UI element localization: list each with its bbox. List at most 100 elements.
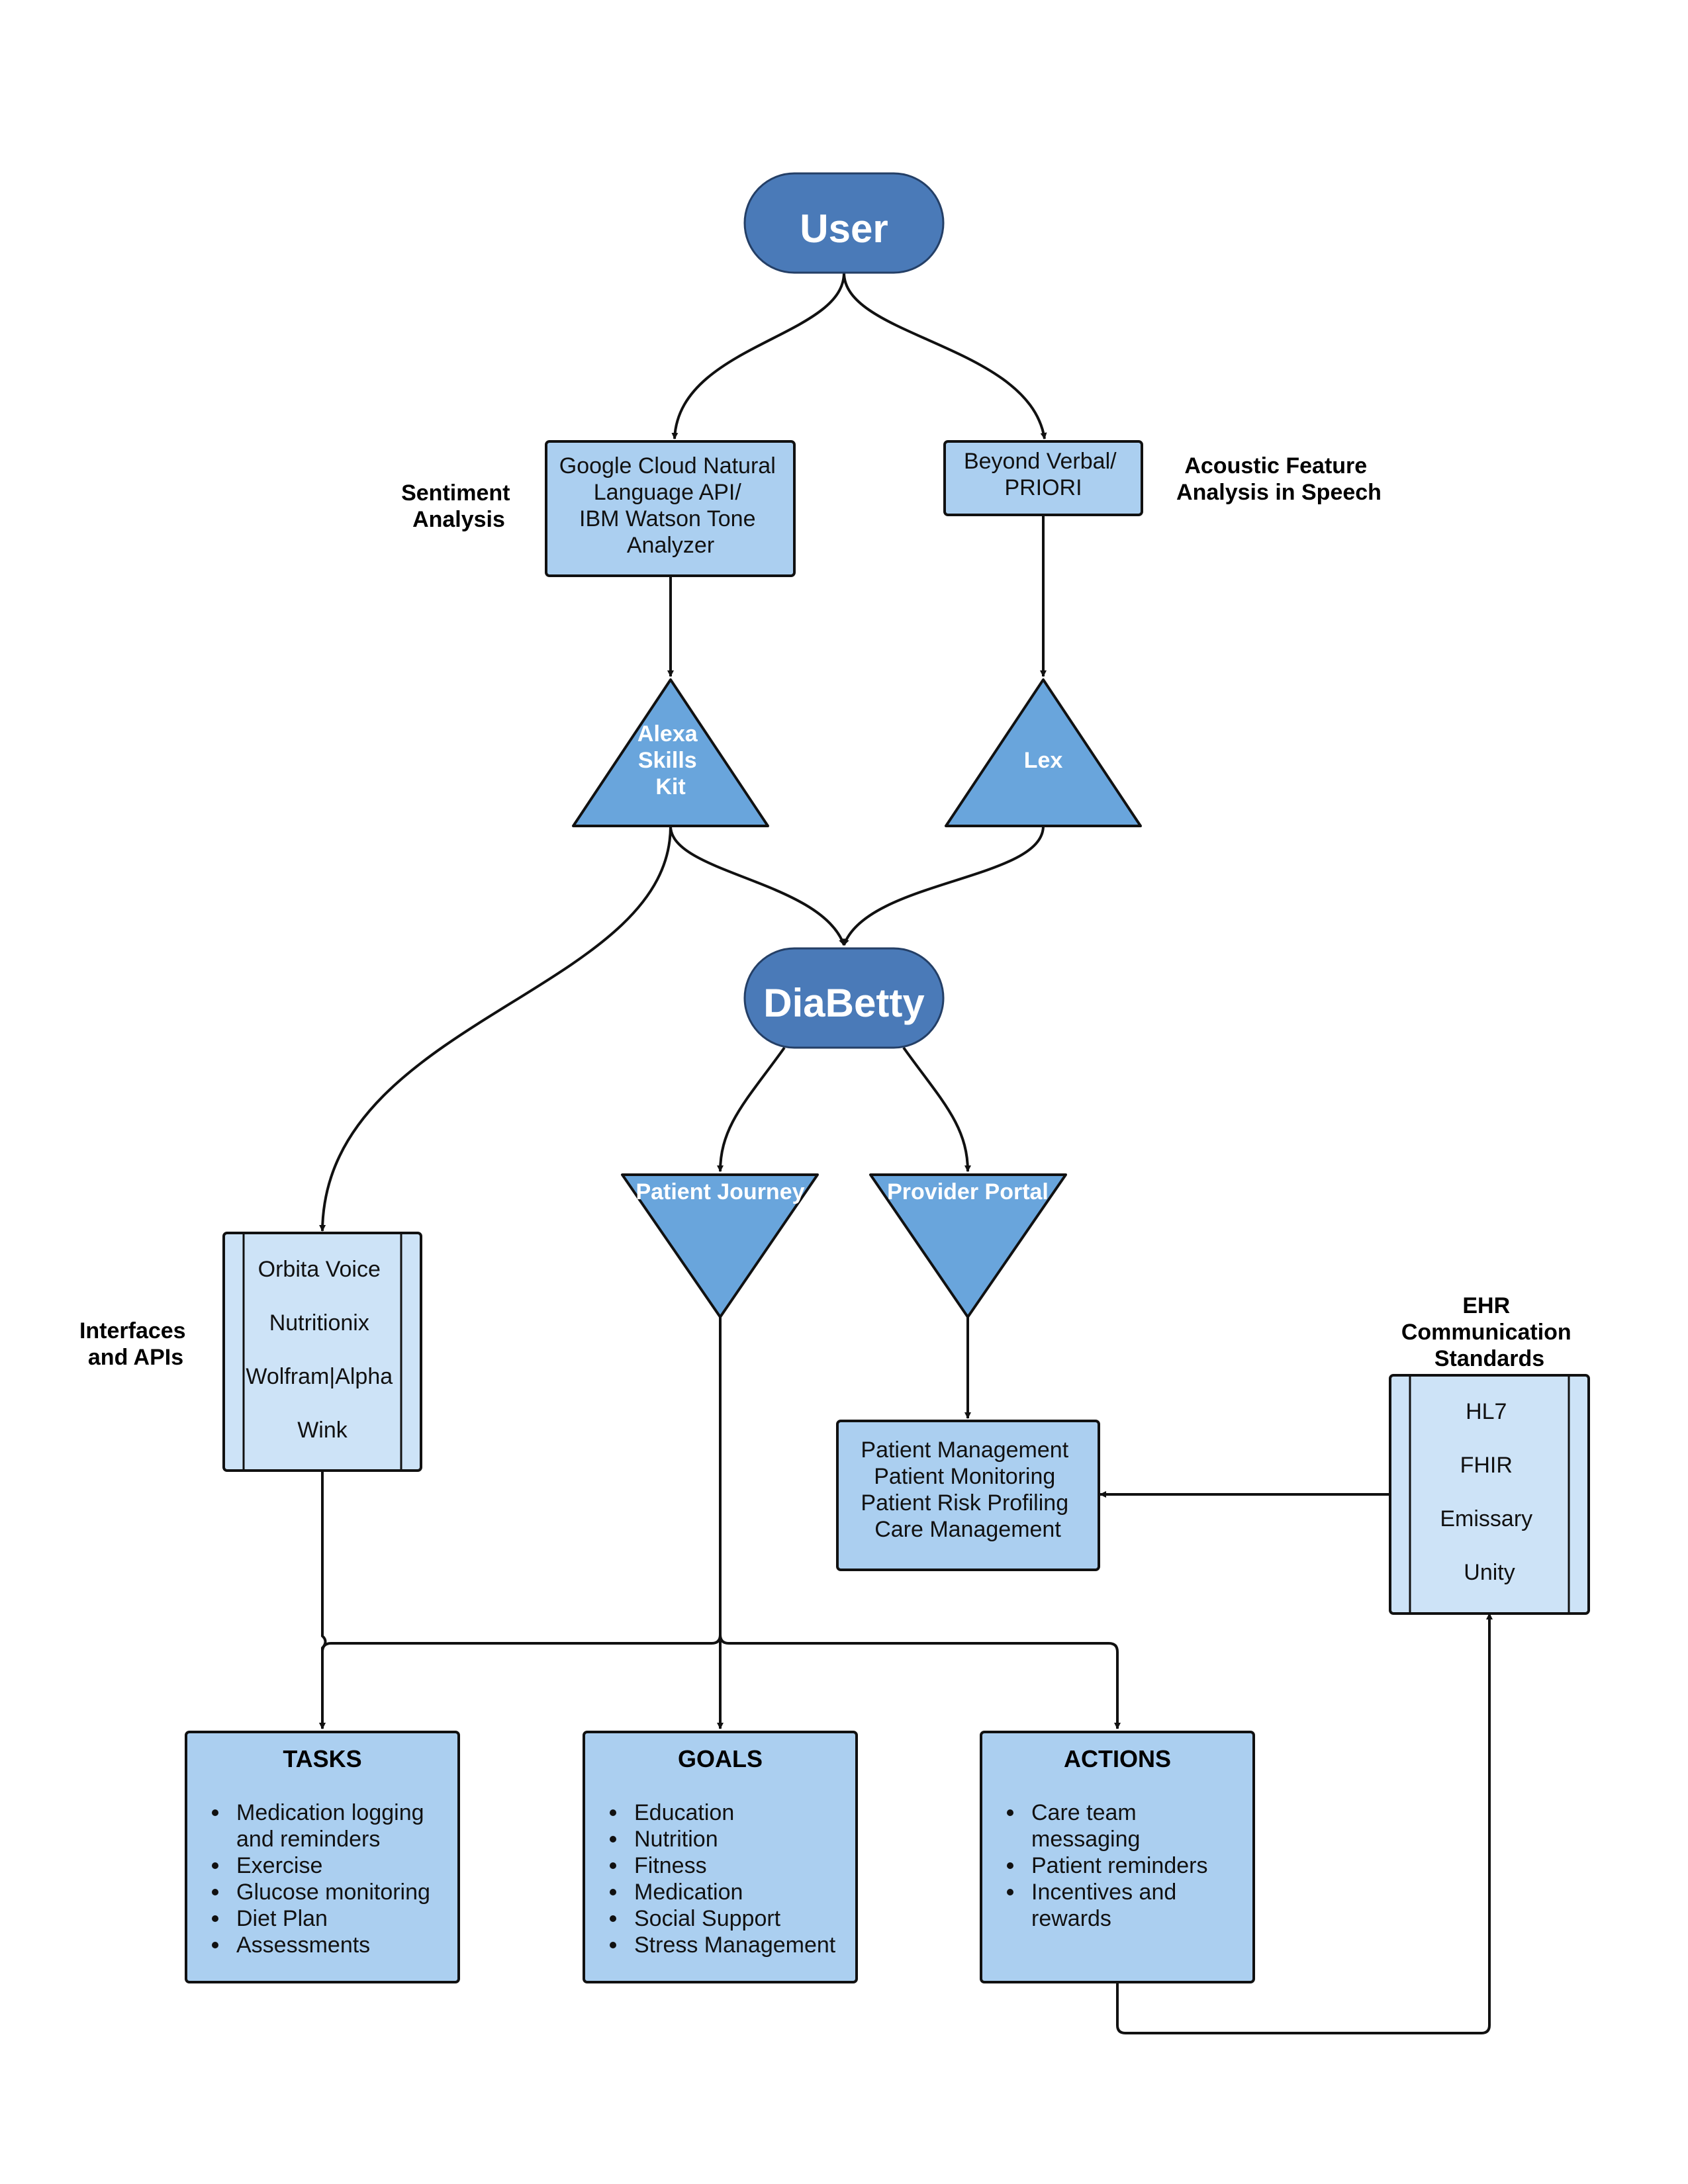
list-item: Glucose monitoring bbox=[236, 1880, 430, 1905]
sentiment-line: Analysis bbox=[412, 507, 505, 532]
list-item: Nutrition bbox=[634, 1827, 718, 1852]
edge-alexa-to-diabetty bbox=[669, 825, 845, 946]
alexa-line: Kit bbox=[655, 774, 685, 799]
bullet-dot bbox=[1007, 1862, 1013, 1869]
patient-management-text: Patient Management Patient Monitoring Pa… bbox=[861, 1437, 1074, 1542]
ehr-item: Unity bbox=[1464, 1560, 1515, 1585]
edge-diabetty-to-patient-journey bbox=[717, 1046, 786, 1172]
nlp-api-line: Analyzer bbox=[627, 533, 714, 558]
list-item: Incentives and bbox=[1031, 1880, 1176, 1905]
list-item: Assessments bbox=[236, 1933, 370, 1958]
list-item: Exercise bbox=[236, 1853, 322, 1878]
patient-management-box: Patient Management Patient Monitoring Pa… bbox=[836, 1420, 1100, 1571]
nlp-api-line: IBM Watson Tone bbox=[579, 506, 755, 531]
ehr-label-line: Communication bbox=[1401, 1320, 1571, 1345]
sentiment-line: Sentiment bbox=[401, 480, 510, 506]
edges bbox=[319, 272, 1493, 2034]
tasks-title: TASKS bbox=[283, 1745, 361, 1772]
user-node: User bbox=[743, 172, 945, 274]
goals-list: EducationNutritionFitnessMedicationSocia… bbox=[610, 1800, 836, 1958]
voice-analysis-line: Beyond Verbal/ bbox=[964, 449, 1117, 474]
edge-actions-to-ehr bbox=[1116, 1613, 1493, 2034]
ehr-label-line: EHR bbox=[1462, 1293, 1510, 1318]
list-item: Stress Management bbox=[634, 1933, 836, 1958]
alexa-line: Alexa bbox=[637, 721, 698, 747]
lex-node: Lex bbox=[945, 678, 1142, 827]
list-item: Diet Plan bbox=[236, 1906, 328, 1931]
patient-management-line: Patient Monitoring bbox=[874, 1464, 1055, 1489]
ehr-item: HL7 bbox=[1466, 1399, 1507, 1424]
bullet-dot bbox=[610, 1862, 616, 1869]
interface-item: Nutritionix bbox=[269, 1310, 369, 1336]
bullet-dot bbox=[610, 1836, 616, 1843]
actions-title: ACTIONS bbox=[1064, 1745, 1171, 1772]
ehr-item: Emissary bbox=[1440, 1506, 1532, 1531]
interface-item: Orbita Voice bbox=[258, 1257, 381, 1282]
bullet-dot bbox=[610, 1809, 616, 1816]
list-item: Medication bbox=[634, 1880, 743, 1905]
edge-diabetty-to-provider-portal bbox=[902, 1046, 971, 1172]
patient-journey-node: Patient Journey bbox=[621, 1173, 819, 1318]
ehr-standards-label: EHR Communication Standards bbox=[1401, 1293, 1577, 1371]
diabetty-label: DiaBetty bbox=[763, 981, 925, 1025]
lex-label: Lex bbox=[1024, 748, 1063, 773]
interfaces-apis-line: Interfaces bbox=[79, 1318, 186, 1343]
patient-management-line: Patient Risk Profiling bbox=[861, 1490, 1068, 1516]
bullet-dot bbox=[610, 1942, 616, 1948]
voice-analysis-line: PRIORI bbox=[1004, 475, 1082, 500]
acoustic-line: Acoustic Feature bbox=[1184, 453, 1367, 478]
bullet-dot bbox=[1007, 1889, 1013, 1895]
list-item: Fitness bbox=[634, 1853, 707, 1878]
bullet-dot bbox=[212, 1889, 218, 1895]
voice-analysis-text: Beyond Verbal/ PRIORI bbox=[964, 449, 1123, 500]
user-label: User bbox=[800, 206, 888, 251]
list-item: Patient reminders bbox=[1031, 1853, 1207, 1878]
alexa-line: Skills bbox=[638, 748, 697, 773]
interface-item: Wolfram|Alpha bbox=[246, 1364, 393, 1389]
edge-alexa-to-interfaces bbox=[319, 825, 672, 1232]
ehr-standards-box: HL7 FHIR Emissary Unity bbox=[1389, 1374, 1590, 1615]
list-item: and reminders bbox=[236, 1827, 380, 1852]
ehr-item: FHIR bbox=[1460, 1453, 1513, 1478]
goals-title: GOALS bbox=[678, 1745, 763, 1772]
ehr-standards-list: HL7 FHIR Emissary Unity bbox=[1440, 1399, 1538, 1585]
list-item: rewards bbox=[1031, 1906, 1111, 1931]
nlp-api-box: Google Cloud Natural Language API/ IBM W… bbox=[545, 440, 796, 577]
interfaces-apis-line: and APIs bbox=[88, 1345, 183, 1370]
acoustic-feature-label: Acoustic Feature Analysis in Speech bbox=[1176, 453, 1382, 505]
bullet-dot bbox=[212, 1942, 218, 1948]
list-item: Social Support bbox=[634, 1906, 781, 1931]
ehr-label-line: Standards bbox=[1434, 1346, 1544, 1371]
goals-box: GOALS EducationNutritionFitnessMedicatio… bbox=[583, 1731, 858, 1983]
bullet-dot bbox=[1007, 1809, 1013, 1816]
bullet-dot bbox=[212, 1809, 218, 1816]
interfaces-apis-box: Orbita Voice Nutritionix Wolfram|Alpha W… bbox=[222, 1232, 422, 1472]
list-item: Care team bbox=[1031, 1800, 1137, 1825]
patient-management-line: Care Management bbox=[874, 1517, 1061, 1542]
provider-portal-node: Provider Portal bbox=[869, 1173, 1067, 1318]
alexa-text: Alexa Skills Kit bbox=[637, 721, 704, 799]
interfaces-list: Orbita Voice Nutritionix Wolfram|Alpha W… bbox=[246, 1257, 399, 1443]
edge-user-to-nlp bbox=[671, 272, 845, 439]
nlp-api-line: Language API/ bbox=[594, 480, 742, 505]
acoustic-line: Analysis in Speech bbox=[1176, 480, 1382, 505]
diabetty-node: DiaBetty bbox=[743, 947, 945, 1049]
list-item: Medication logging bbox=[236, 1800, 424, 1825]
nlp-api-text: Google Cloud Natural Language API/ IBM W… bbox=[559, 453, 782, 558]
sentiment-analysis-label: Sentiment Analysis bbox=[401, 480, 516, 532]
interface-item: Wink bbox=[297, 1418, 348, 1443]
edge-lex-to-diabetty bbox=[843, 825, 1045, 946]
nlp-api-line: Google Cloud Natural bbox=[559, 453, 776, 478]
alexa-skills-kit-node: Alexa Skills Kit bbox=[572, 678, 769, 827]
patient-journey-label: Patient Journey bbox=[635, 1179, 804, 1205]
provider-portal-label: Provider Portal bbox=[887, 1179, 1049, 1205]
list-item: messaging bbox=[1031, 1827, 1140, 1852]
bullet-dot bbox=[610, 1889, 616, 1895]
bullet-dot bbox=[212, 1862, 218, 1869]
patient-management-line: Patient Management bbox=[861, 1437, 1068, 1463]
